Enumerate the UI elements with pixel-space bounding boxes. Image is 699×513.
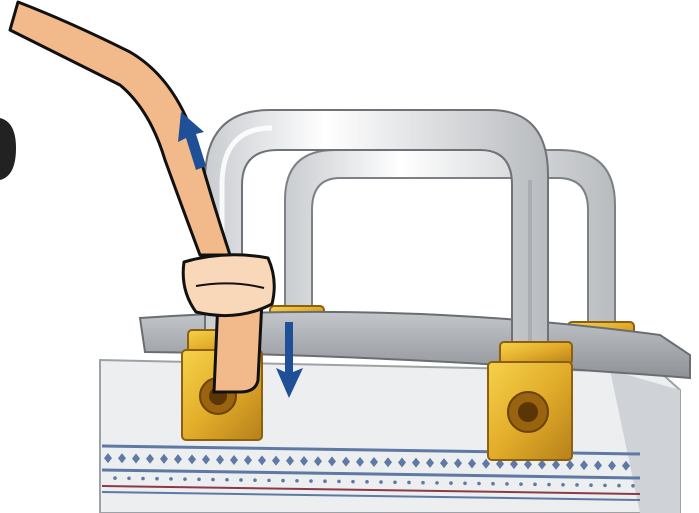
trim-dot bbox=[519, 482, 523, 486]
trim-dot bbox=[239, 478, 243, 482]
trim-dot bbox=[141, 477, 145, 481]
trim-dot bbox=[505, 482, 509, 486]
trim-dot bbox=[547, 483, 551, 487]
trim-dot bbox=[309, 479, 313, 483]
trim-dot bbox=[407, 481, 411, 485]
trim-dot bbox=[435, 481, 439, 485]
trim-dot bbox=[617, 484, 621, 488]
trim-dot bbox=[421, 481, 425, 485]
trim-dot bbox=[379, 480, 383, 484]
trim-dot bbox=[127, 476, 131, 480]
trim-dot bbox=[253, 478, 257, 482]
trim-dot bbox=[337, 480, 341, 484]
trim-dot bbox=[561, 483, 565, 487]
trim-dot bbox=[281, 479, 285, 483]
edge-shape bbox=[0, 118, 16, 180]
trim-dot bbox=[365, 480, 369, 484]
trim-dot bbox=[491, 482, 495, 486]
trim-dot bbox=[225, 478, 229, 482]
trim-dot bbox=[603, 484, 607, 488]
trim-dot bbox=[449, 481, 453, 485]
trim-dot bbox=[575, 483, 579, 487]
trim-dot bbox=[393, 480, 397, 484]
trim-dot bbox=[589, 483, 593, 487]
trim-dot bbox=[267, 479, 271, 483]
trim-dot bbox=[631, 484, 635, 488]
trim-dot bbox=[197, 478, 201, 482]
trim-dot bbox=[463, 481, 467, 485]
trim-dot bbox=[183, 477, 187, 481]
trim-dot bbox=[351, 480, 355, 484]
trim-dot bbox=[169, 477, 173, 481]
trim-dot bbox=[295, 479, 299, 483]
trim-dot bbox=[155, 477, 159, 481]
trim-dot bbox=[323, 479, 327, 483]
trim-dot bbox=[211, 478, 215, 482]
brass-fitting-right bbox=[488, 342, 572, 460]
trim-dot bbox=[113, 476, 117, 480]
trim-dot bbox=[533, 483, 537, 487]
trim-dot bbox=[477, 482, 481, 486]
